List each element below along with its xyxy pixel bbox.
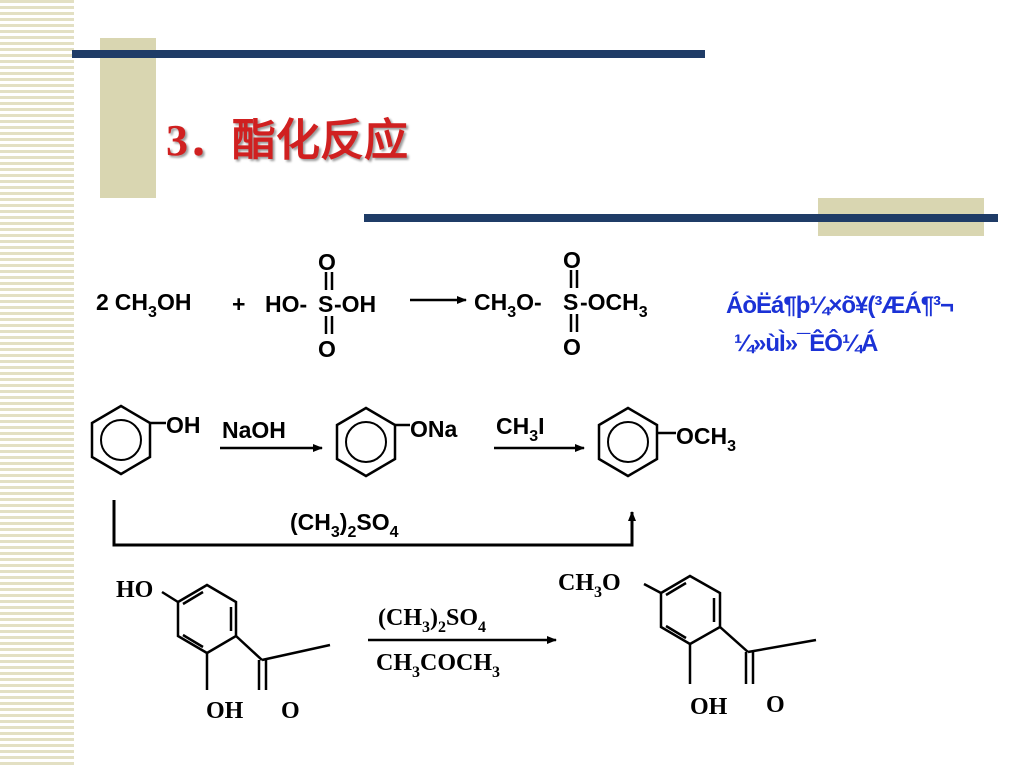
product-oh: OH <box>690 694 728 720</box>
product-oxygen-bottom: O <box>563 334 581 360</box>
benzene-ring-phenol <box>90 404 166 476</box>
reagent-dimethyl-sulfate: (CH3)2SO4 <box>378 605 486 636</box>
product-carbonyl-oxygen: O <box>766 692 785 718</box>
methanol: CH <box>115 289 148 315</box>
sulfur-atom: S <box>318 291 333 317</box>
plus-sign: + <box>232 291 245 317</box>
garbled-note-line-2: ¼»ùÌ»¯ÊÔ¼Á <box>734 330 878 357</box>
decor-bar-top <box>72 50 705 58</box>
ho-substituent: HO <box>116 577 153 603</box>
garbled-note-line-1: ÁòËá¶þ¼×õ¥(³ÆÁ¶³¬ <box>726 292 954 319</box>
striped-margin <box>0 0 74 768</box>
oh-group: -OH <box>334 291 376 317</box>
dimethyl-sulfate-reagent: (CH3)2SO4 <box>290 509 399 541</box>
decor-bar-middle <box>364 214 998 222</box>
product-sulfur: S <box>563 289 578 315</box>
phenoxide-ona: ONa <box>410 416 458 442</box>
decor-block-vertical <box>100 38 156 198</box>
ho-group: HO- <box>265 291 307 317</box>
product-right-group: -OCH3 <box>580 289 648 321</box>
reaction-2: OH NaOH ONa CH3I OCH3 (CH3)2SO4 <box>90 404 736 547</box>
product-ch3o: CH3O <box>558 570 621 601</box>
benzene-ring-phenoxide <box>335 406 410 478</box>
phenol-oh: OH <box>166 412 201 438</box>
anisole-och3: OCH3 <box>676 423 736 455</box>
carbonyl-oxygen: O <box>281 698 300 724</box>
reaction-3: HO OH O (CH3)2SO4 CH3COCH3 CH3O OH O <box>116 570 817 724</box>
reagent-acetone: CH3COCH3 <box>376 650 500 681</box>
naoh-reagent: NaOH <box>222 417 286 443</box>
bypass-arrow <box>112 500 636 547</box>
oxygen-top: O <box>318 249 336 275</box>
product-left-group: CH3O- <box>474 289 542 321</box>
oh-substituent: OH <box>206 698 244 724</box>
resorcinol-ring <box>161 583 331 690</box>
product-oxygen-top: O <box>563 247 581 273</box>
methyl-iodide-reagent: CH3I <box>496 413 545 445</box>
page-title: 3．酯化反应 <box>166 116 408 165</box>
oxygen-bottom: O <box>318 336 336 362</box>
benzene-ring-anisole <box>597 406 676 478</box>
product-ring <box>643 574 817 684</box>
